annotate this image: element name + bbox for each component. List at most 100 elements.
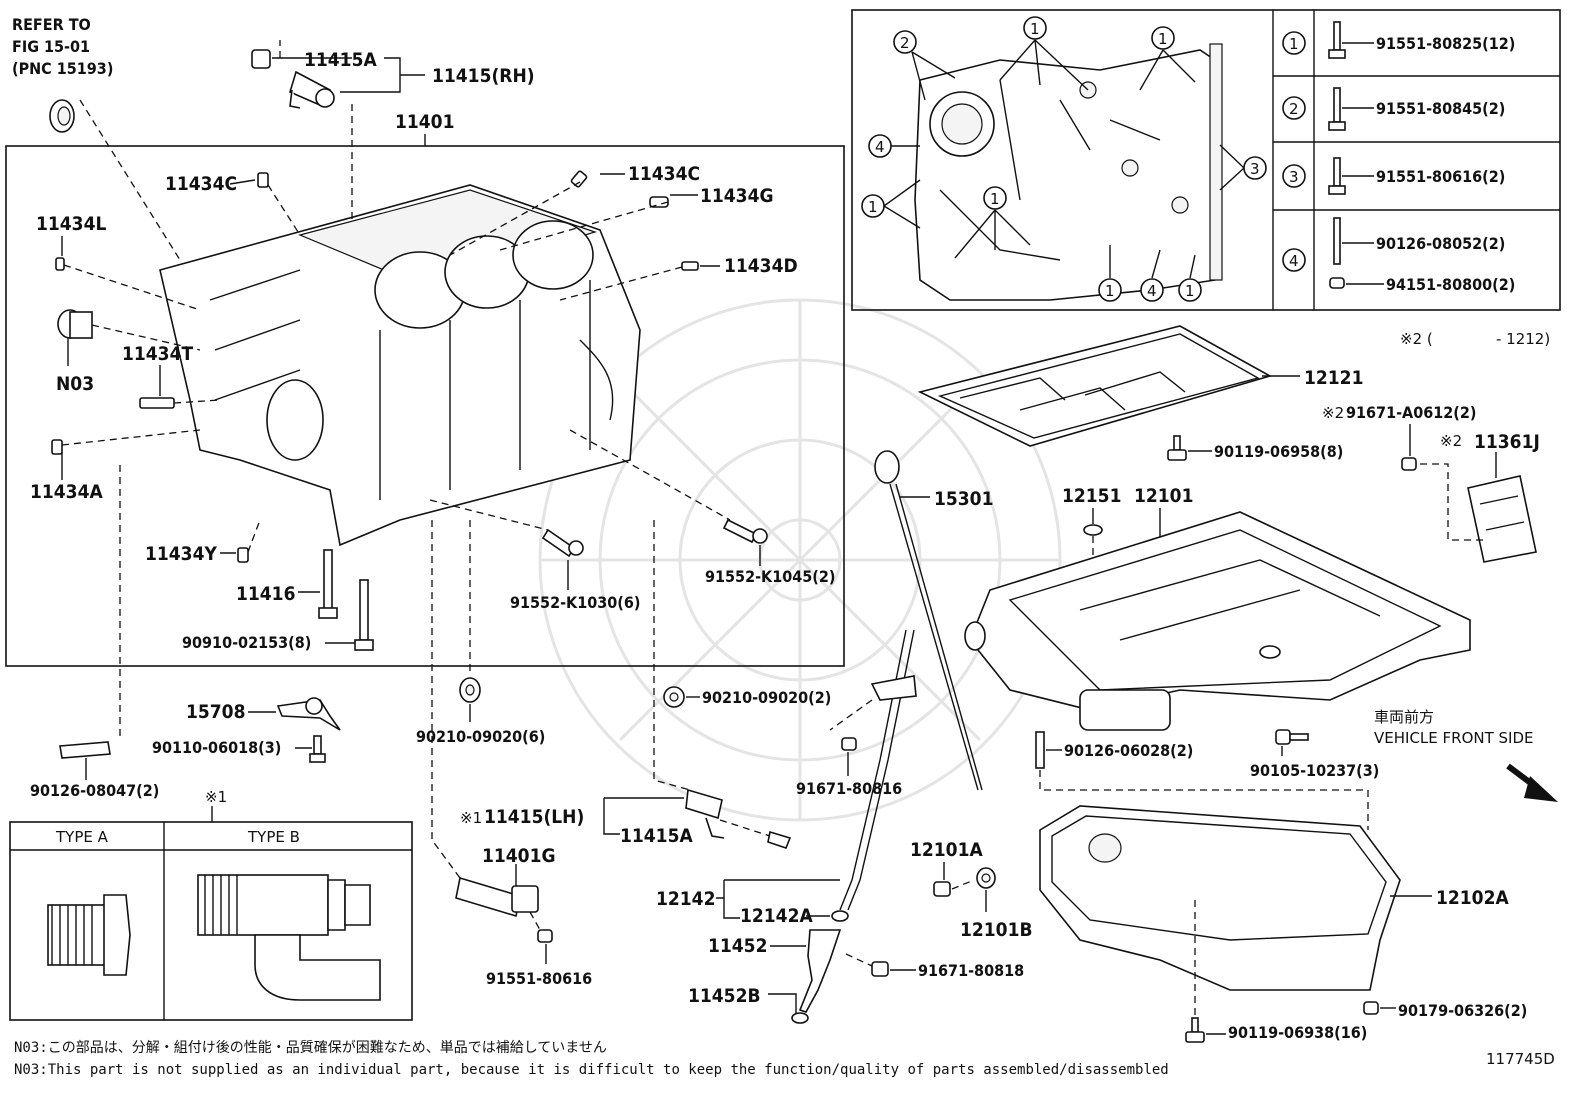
mark-note-1: ※1 [205, 788, 227, 806]
svg-text:(PNC 15193): (PNC 15193) [12, 59, 113, 78]
pin-11434C-left [257, 172, 269, 188]
plug-90179-06326 [1363, 1001, 1379, 1015]
bolt-91551-80616 [537, 929, 553, 943]
note-en: N03:This part is not supplied as an indi… [14, 1062, 1169, 1078]
plug-12101A [933, 881, 951, 897]
type-a-drawing [47, 894, 131, 976]
label-90179: 90179-06326(2) [1398, 1001, 1527, 1020]
label-12102A: 12102A [1436, 887, 1509, 909]
type-a-label: TYPE A [55, 828, 109, 846]
label-12142: 12142 [656, 888, 715, 910]
bolt-91552K1045 [722, 518, 768, 544]
label-11434L: 11434L [36, 213, 106, 235]
bracket-15708 [276, 697, 341, 731]
svg-text:1: 1 [1289, 35, 1299, 53]
label-15708: 15708 [186, 701, 245, 723]
label-N03: N03 [56, 373, 94, 395]
bolt-90119-06938 [1185, 1017, 1205, 1043]
label-91552K1045: 91552-K1045(2) [705, 567, 835, 586]
bolt-part-3: 91551-80616(2) [1376, 167, 1505, 186]
guide-11452 [791, 929, 842, 1024]
svg-text:4: 4 [1147, 282, 1157, 300]
label-90126-08047: 90126-08047(2) [30, 781, 159, 800]
bolt-11416 [318, 549, 338, 619]
type-box: TYPE A TYPE B [9, 821, 413, 1021]
mark-note-2-bolt: ※2 [1322, 404, 1344, 422]
label-12151: 12151 [1062, 485, 1121, 507]
bolt-table: 1 91551-80825(12) 2 91551-80845(2) 3 915… [1282, 21, 1515, 294]
svg-text:1: 1 [1030, 20, 1040, 38]
label-91671-80818: 91671-80818 [918, 961, 1024, 980]
svg-text:3: 3 [1289, 168, 1299, 186]
label-11434D: 11434D [724, 255, 798, 277]
bolt-part-4b: 94151-80800(2) [1386, 275, 1515, 294]
mark-note-2-range-tail: - 1212) [1496, 330, 1550, 348]
label-90105-10237: 90105-10237(3) [1250, 761, 1379, 780]
svg-text:REFER TO: REFER TO [12, 15, 91, 34]
pin-11434T [139, 397, 175, 409]
svg-text:FIG 15-01: FIG 15-01 [12, 37, 90, 56]
label-11434Y: 11434Y [145, 543, 217, 565]
gasket-12101B [976, 867, 996, 889]
refer-note: REFER TO FIG 15-01 (PNC 15193) [12, 15, 113, 78]
bolt-90110 [309, 735, 326, 763]
stiffener-plate-12121 [917, 325, 1273, 447]
label-11415A-top: 11415A [304, 49, 377, 71]
type-b-drawing [197, 874, 381, 1001]
label-11434G: 11434G [700, 185, 774, 207]
cover-plate-11361J [1467, 475, 1537, 563]
dipstick-15301 [874, 450, 983, 791]
label-11415A-bottom: 11415A [620, 825, 693, 847]
bolt-90105-10237 [1275, 729, 1309, 745]
svg-text:2: 2 [1289, 100, 1299, 118]
oring-12151 [1083, 524, 1103, 536]
label-12142A: 12142A [740, 905, 813, 927]
vehicle-front-jp: 車両前方 [1374, 708, 1434, 726]
label-12121: 12121 [1304, 367, 1363, 389]
svg-text:1: 1 [1105, 282, 1115, 300]
svg-text:1: 1 [990, 190, 1000, 208]
mark-note-1-lh: ※1 [460, 809, 482, 827]
label-90110: 90110-06018(3) [152, 738, 281, 757]
label-90910: 90910-02153(8) [182, 633, 311, 652]
label-11416: 11416 [236, 583, 295, 605]
note-jp: N03:この部品は、分解・組付け後の性能・品質確保が困難なため、単品では補給して… [14, 1040, 607, 1056]
svg-text:4: 4 [875, 138, 885, 156]
bolt-row-4: 4 90126-08052(2) 94151-80800(2) [1282, 217, 1515, 294]
bolt-inset-frame [851, 9, 1561, 311]
breather-lh [685, 788, 792, 849]
oil-pan-lower-12102A [1039, 805, 1401, 991]
bolt-part-4: 90126-08052(2) [1376, 234, 1505, 253]
svg-text:2: 2 [900, 34, 910, 52]
svg-text:3: 3 [1250, 160, 1260, 178]
label-11434C-left: 11434C [165, 173, 237, 195]
front-arrow-icon [1506, 763, 1558, 802]
label-11415LH: 11415(LH) [484, 806, 584, 828]
inset-callouts: 2 1 1 4 3 1 1 1 4 1 [861, 16, 1267, 302]
stud-90126-06028 [1035, 731, 1045, 769]
label-12101B: 12101B [960, 919, 1033, 941]
watermark-emblem [538, 298, 1062, 822]
bolt-91671-80818 [871, 961, 889, 977]
label-11434C-right: 11434C [628, 163, 700, 185]
bolt-90119-06958 [1167, 435, 1187, 461]
label-11434T: 11434T [122, 343, 193, 365]
oring-12142A [831, 910, 849, 922]
bolt-row-1: 1 91551-80825(12) [1282, 21, 1515, 59]
pin-11434G [649, 196, 669, 208]
washer-90210-2 [663, 686, 685, 708]
svg-text:1: 1 [1158, 30, 1168, 48]
svg-text:4: 4 [1289, 252, 1299, 270]
label-11434A: 11434A [30, 481, 103, 503]
bolt-91671-A0612 [1401, 457, 1417, 471]
bolt-91671-80816 [841, 737, 857, 751]
cylinder-block [159, 184, 641, 547]
label-11401: 11401 [395, 111, 454, 133]
timing-cover [914, 43, 1223, 301]
label-90119-06958: 90119-06958(8) [1214, 442, 1343, 461]
mark-note-2-plate: ※2 [1440, 432, 1462, 450]
pin-11434A [51, 439, 63, 455]
label-11361J: 11361J [1474, 431, 1540, 453]
svg-text:1: 1 [1185, 282, 1195, 300]
bolt-91552K1030 [541, 528, 584, 558]
